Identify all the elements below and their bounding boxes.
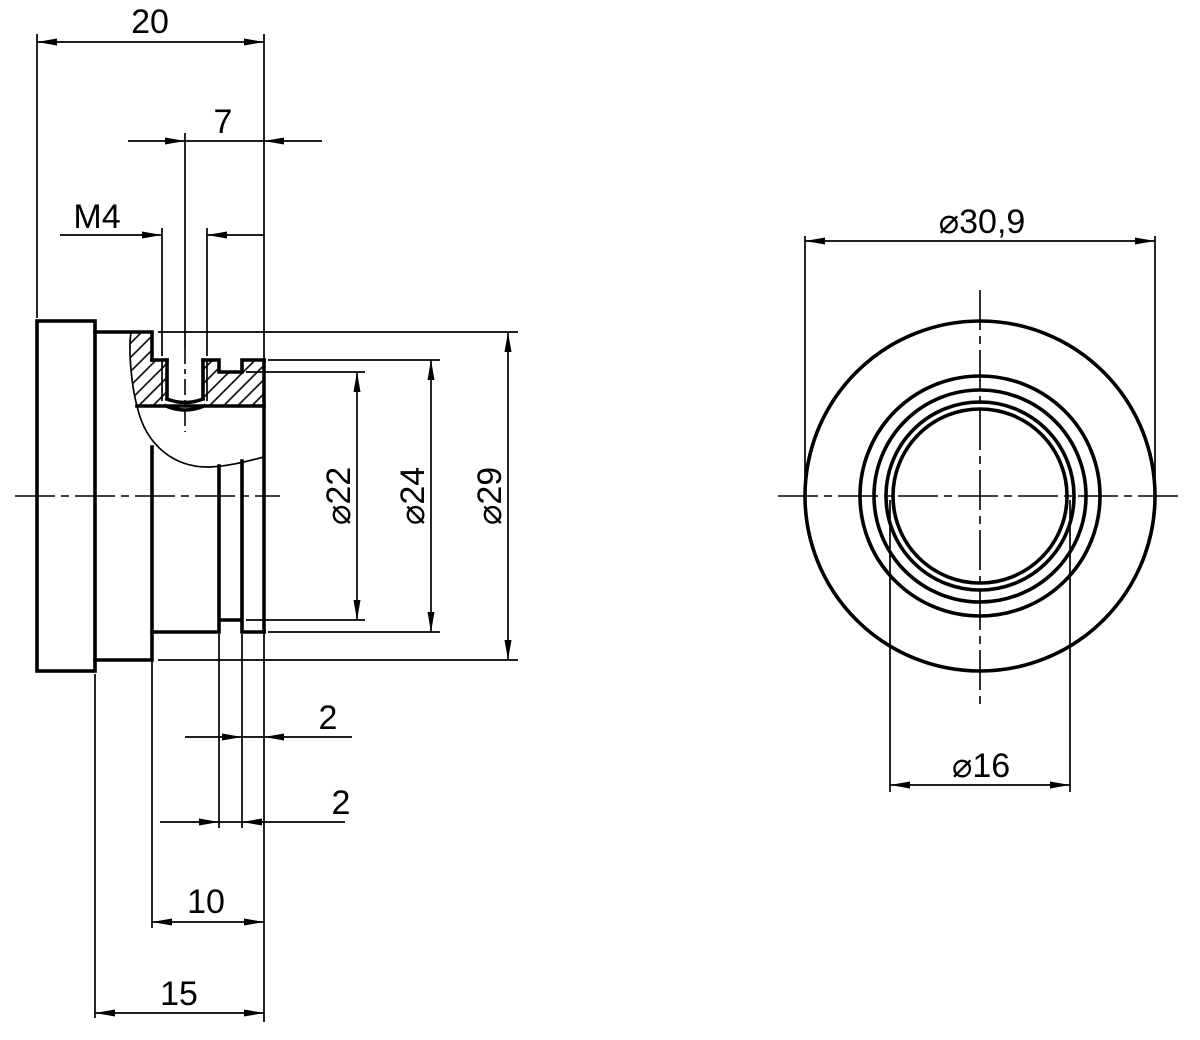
dim-groove-diameter: ⌀22 [320,467,358,525]
m4-thread-lines [161,361,208,401]
collar-edges [93,330,154,662]
bore-edge [135,403,266,412]
bore-circle [891,407,1069,585]
dim-hole-position: 7 [214,103,233,141]
dim-body-length: 10 [187,883,225,921]
break-line [129,331,265,468]
body-bottom-edges [150,459,266,634]
dim-groove-width: 2 [332,784,351,822]
dim-insert-length: 15 [160,975,198,1013]
dim-thread-label: M4 [73,198,120,236]
dim-body-diameter: ⌀24 [394,467,432,525]
front-view: ⌀30,9 ⌀16 [778,203,1182,792]
dim-end-disc-width: 2 [319,699,338,737]
extension-lines [36,34,518,1022]
flange-outline [35,319,97,673]
dimension-arrows [37,38,512,1017]
recess-circle [858,374,1102,618]
dim-flange-diameter: ⌀30,9 [939,203,1026,241]
recess-inner-circle [872,388,1088,604]
side-view: 20 7 M4 ⌀22 ⌀24 ⌀29 2 2 10 15 [15,3,518,1022]
body-top-edges [150,358,266,374]
dim-bore-diameter: ⌀16 [952,747,1010,785]
front-dimension-arrows [805,237,1155,789]
dim-collar-diameter: ⌀29 [471,467,509,525]
dimension-lines [37,41,509,1014]
section-hatch-left [129,332,167,406]
bore-chamfer-circle [884,400,1076,592]
dim-overall-length: 20 [131,3,169,41]
section-hatch-right [203,360,264,406]
front-extension-lines [804,236,1156,792]
front-dimension-lines [805,240,1155,786]
